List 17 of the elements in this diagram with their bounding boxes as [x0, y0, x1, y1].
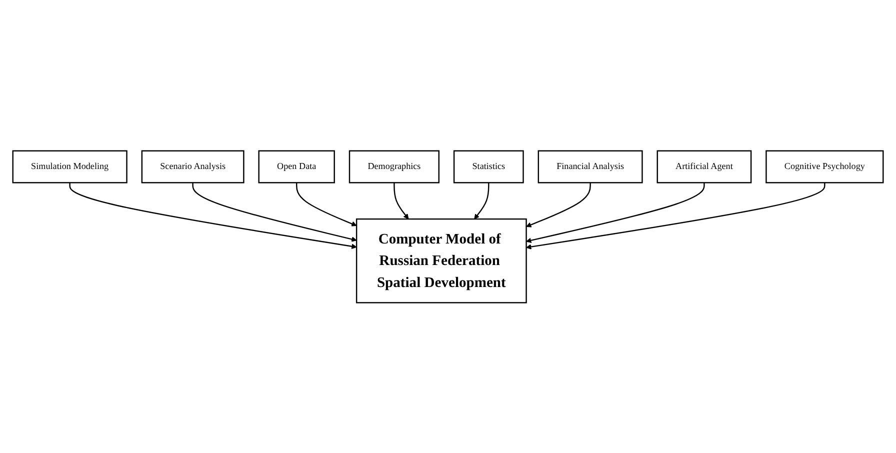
- node-box: Demographics: [348, 150, 440, 183]
- arrow: [474, 182, 490, 220]
- node-box: Cognitive Psychology: [766, 150, 884, 183]
- node-box: Simulation Modeling: [12, 150, 128, 183]
- node-box: Financial Analysis: [538, 150, 643, 183]
- arrow: [296, 182, 357, 226]
- arrow: [526, 182, 591, 228]
- arrow: [69, 182, 357, 249]
- arrow: [192, 182, 357, 242]
- arrow: [394, 182, 409, 220]
- arrow: [526, 182, 705, 243]
- node-box: Computer Model of Russian Federation Spatial Development: [356, 218, 527, 304]
- node-box: Scenario Analysis: [141, 150, 244, 183]
- arrow: [526, 182, 826, 250]
- node-box: Open Data: [258, 150, 335, 183]
- node-box: Artificial Agent: [656, 150, 752, 183]
- node-box: Statistics: [453, 150, 524, 183]
